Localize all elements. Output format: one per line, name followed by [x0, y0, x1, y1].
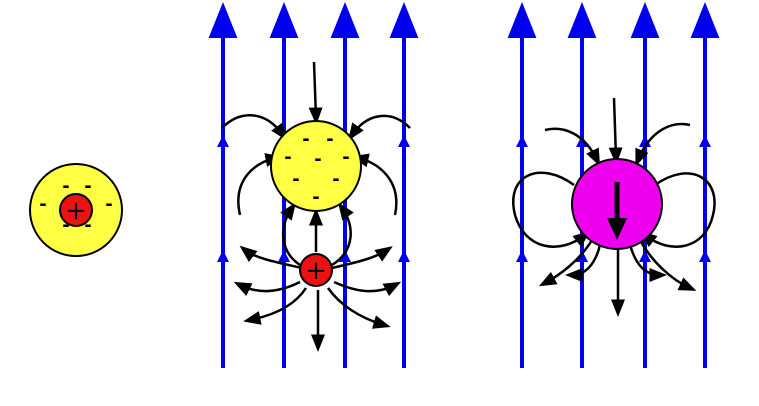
electron-charge: -: [105, 194, 112, 215]
electron-charge: -: [84, 176, 91, 197]
nucleus: [59, 193, 93, 227]
electron-charge: -: [39, 194, 46, 215]
electron-cloud-shifted: [270, 120, 362, 212]
electron-charge: -: [326, 129, 333, 150]
electron-charge: -: [342, 147, 349, 168]
electron-charge: -: [312, 187, 319, 208]
electron-charges: - - - - - - - -: [284, 129, 349, 208]
electron-charge: -: [284, 147, 291, 168]
electron-charge: -: [292, 169, 299, 190]
electron-charge: -: [62, 215, 69, 236]
electron-charge: -: [314, 149, 321, 170]
dipole-moment-arrow: [607, 182, 627, 240]
electron-charge: -: [302, 129, 309, 150]
electron-charge: -: [332, 169, 339, 190]
electron-charge: -: [84, 215, 91, 236]
nucleus-plus-sign: +: [305, 256, 327, 286]
nucleus-shifted: [299, 253, 333, 287]
electron-charges: - - - - - -: [39, 176, 112, 236]
external-field-lines: [208, 2, 419, 368]
electron-charge: -: [62, 176, 69, 197]
nucleus-plus-sign: +: [65, 196, 87, 226]
induced-field-lines: [221, 61, 411, 352]
dipole-field-lines: [512, 97, 716, 317]
panel-polarized-atom: - - - - - - - - +: [208, 2, 419, 368]
panel-isolated-atom: - - - - - - +: [29, 163, 123, 257]
panel-induced-dipole: [507, 2, 720, 368]
